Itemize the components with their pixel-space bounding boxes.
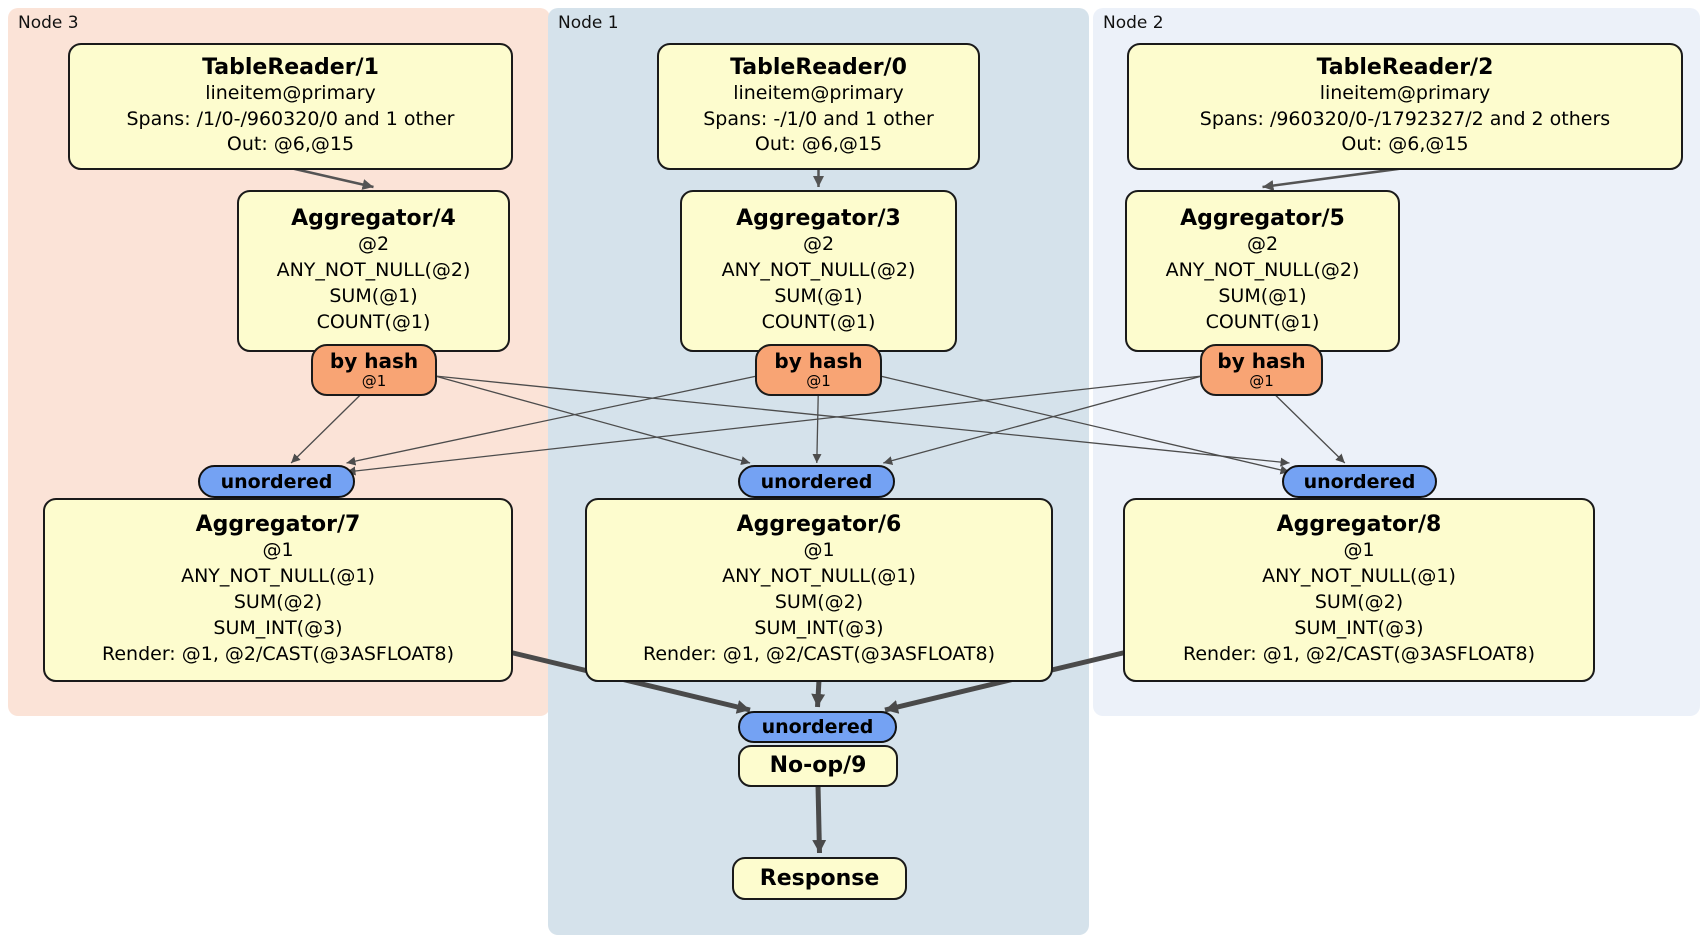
tr1-title: TableReader/1 [202, 54, 379, 80]
agg6-line: @1 [803, 539, 835, 562]
agg7-line: SUM(@2) [233, 591, 323, 614]
tr0-line: Spans: -/1/0 and 1 other [703, 107, 934, 130]
agg4-line: COUNT(@1) [316, 310, 431, 333]
agg3-line: COUNT(@1) [761, 310, 876, 333]
un7-sync: unordered [198, 465, 355, 498]
bh4-sub: @1 [361, 372, 387, 390]
node1-label: Node 1 [558, 13, 619, 33]
un6-sync: unordered [738, 465, 895, 498]
agg8-line: Render: @1, @2/CAST(@3ASFLOAT8) [1183, 642, 1535, 665]
agg4-line: SUM(@1) [329, 284, 418, 307]
agg6-line: SUM(@2) [774, 591, 864, 614]
tr0-title: TableReader/0 [730, 54, 907, 80]
agg6-line: SUM_INT(@3) [754, 616, 884, 639]
agg4-line: ANY_NOT_NULL(@2) [276, 259, 471, 282]
agg3-line: @2 [802, 233, 835, 256]
agg4-title: Aggregator/4 [291, 206, 456, 232]
agg6-line: ANY_NOT_NULL(@1) [722, 565, 916, 588]
noop-title: No-op/9 [769, 753, 867, 779]
response-box: Response [732, 857, 907, 900]
agg8-line: SUM(@2) [1314, 591, 1404, 614]
bh4-label: by hash [329, 349, 419, 373]
agg8-line: SUM_INT(@3) [1294, 616, 1424, 639]
agg8-title: Aggregator/8 [1276, 512, 1442, 538]
un8-sync: unordered [1282, 465, 1437, 498]
unf-sync: unordered [738, 711, 897, 743]
node2-label: Node 2 [1103, 13, 1164, 33]
agg5-line: ANY_NOT_NULL(@2) [1165, 259, 1360, 282]
agg5-line: COUNT(@1) [1205, 310, 1320, 333]
tr0-line: lineitem@primary [733, 81, 904, 104]
agg3-title: Aggregator/3 [736, 206, 901, 232]
agg7-line: Render: @1, @2/CAST(@3ASFLOAT8) [102, 642, 454, 665]
bh3-label: by hash [774, 349, 863, 373]
agg8-line: @1 [1343, 539, 1375, 562]
agg5-line: SUM(@1) [1218, 284, 1307, 307]
agg3-line: ANY_NOT_NULL(@2) [721, 259, 916, 282]
tr0-line: Out: @6,@15 [754, 133, 883, 156]
agg6-title: Aggregator/6 [736, 512, 902, 538]
agg7-title: Aggregator/7 [195, 512, 361, 538]
agg5-title: Aggregator/5 [1180, 206, 1345, 232]
agg7-line: ANY_NOT_NULL(@1) [181, 565, 375, 588]
noop-box: No-op/9 [738, 745, 898, 787]
bh4-router: by hash@1 [311, 344, 437, 396]
agg4-line: @2 [357, 233, 390, 256]
agg7-line: SUM_INT(@3) [213, 616, 343, 639]
agg7-line: @1 [262, 539, 294, 562]
tr2-line: lineitem@primary [1319, 81, 1491, 104]
response-title: Response [759, 865, 880, 891]
agg5-line: @2 [1246, 233, 1279, 256]
agg8-line: ANY_NOT_NULL(@1) [1262, 565, 1456, 588]
bh5-router: by hash@1 [1200, 344, 1323, 396]
tr2-line: Spans: /960320/0-/1792327/2 and 2 others [1199, 107, 1611, 130]
agg6-line: Render: @1, @2/CAST(@3ASFLOAT8) [643, 642, 995, 665]
tr2-line: Out: @6,@15 [1341, 133, 1469, 156]
tr1-line: Spans: /1/0-/960320/0 and 1 other [126, 107, 455, 130]
node3-label: Node 3 [18, 13, 79, 33]
bh3-sub: @1 [806, 372, 831, 390]
bh3-router: by hash@1 [755, 344, 882, 396]
bh5-sub: @1 [1249, 372, 1274, 390]
tr1-line: Out: @6,@15 [226, 133, 355, 156]
tr1-line: lineitem@primary [205, 81, 376, 104]
tr2-title: TableReader/2 [1316, 54, 1494, 80]
agg3-line: SUM(@1) [774, 284, 863, 307]
bh5-label: by hash [1217, 349, 1306, 373]
